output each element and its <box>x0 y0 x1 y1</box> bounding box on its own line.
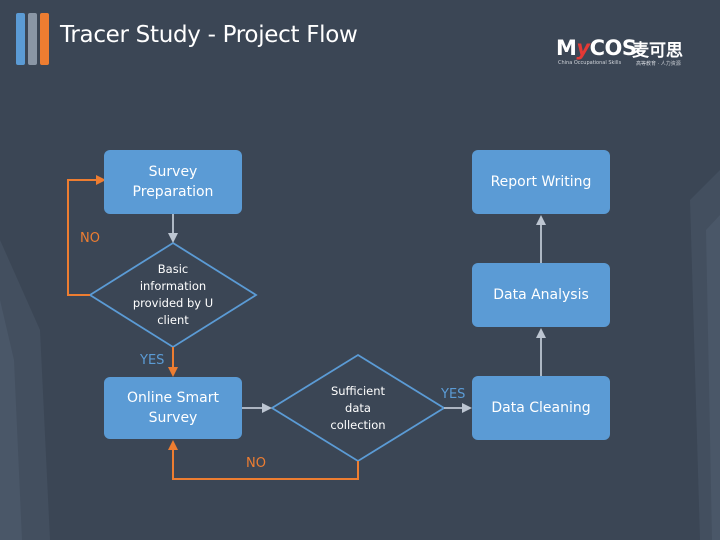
step-data-cleaning: Data Cleaning <box>472 376 610 440</box>
decision-basic-info-label: Basic information provided by U client <box>132 262 214 327</box>
step-online-smart-survey-label: Online Smart Survey <box>127 390 219 426</box>
logo-wordmark: MyCOS <box>556 36 637 60</box>
step-survey-preparation: Survey Preparation <box>104 150 242 214</box>
logo-chinese-name: 麦可思 <box>632 41 683 61</box>
logo-tagline-cn: 高等教育 · 人力资源 <box>636 61 681 67</box>
title-accent-bar-orange <box>40 13 49 65</box>
title-accent-bar-gray <box>28 13 37 65</box>
arrow-no-loop-bottom <box>168 440 359 480</box>
decision-sufficient-data-label: Sufficient data collection <box>330 383 386 432</box>
title-accent-bar-blue <box>16 13 25 65</box>
arrow-no-loop-top <box>67 175 106 296</box>
step-survey-preparation-label: Survey Preparation <box>132 164 214 200</box>
step-data-analysis: Data Analysis <box>472 263 610 327</box>
branch-label-yes-left: YES <box>140 353 165 368</box>
step-report-writing-label: Report Writing <box>490 174 592 190</box>
branch-label-no-bottom: NO <box>246 456 266 471</box>
step-report-writing: Report Writing <box>472 150 610 214</box>
step-data-cleaning-label: Data Cleaning <box>491 400 591 416</box>
branch-label-yes-right: YES <box>441 387 466 402</box>
branch-label-no-top: NO <box>80 231 100 246</box>
step-online-smart-survey: Online Smart Survey <box>104 377 242 439</box>
logo-tagline-en: China Occupational Skills <box>558 60 622 66</box>
step-data-analysis-label: Data Analysis <box>493 287 589 303</box>
slide-title: Tracer Study - Project Flow <box>60 22 358 48</box>
mycos-logo: MyCOS 麦可思 China Occupational Skills 高等教育… <box>556 36 696 70</box>
